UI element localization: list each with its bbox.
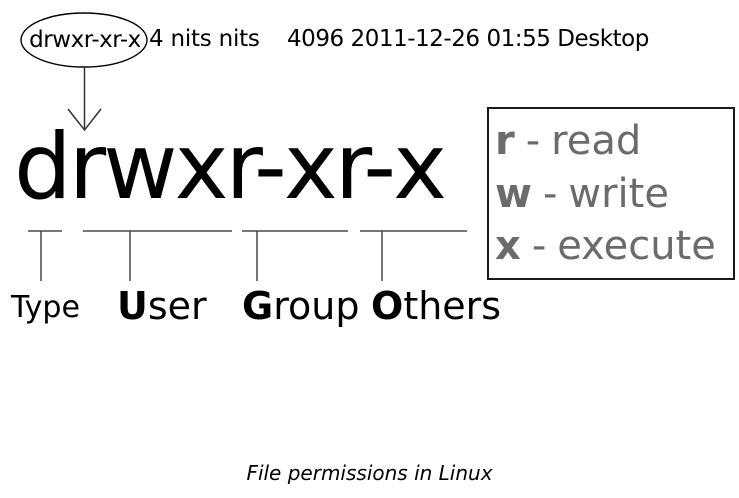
segment-label-type-rest: Type bbox=[11, 290, 80, 325]
type-bracket bbox=[28, 230, 62, 281]
segment-label-others-rest: thers bbox=[403, 284, 502, 328]
legend-meaning-write: write bbox=[568, 170, 669, 217]
segment-label-user-rest: ser bbox=[147, 284, 207, 328]
legend-letter-w: w bbox=[495, 170, 532, 217]
group-bracket bbox=[242, 230, 348, 281]
legend-letter-x: x bbox=[495, 222, 521, 269]
legend-meaning-read: read bbox=[551, 118, 642, 165]
legend-item-write: w - write bbox=[495, 174, 733, 214]
listing-permissions-field: drwxr-xr-x bbox=[29, 26, 141, 53]
permission-string-large: drwxr-xr-x bbox=[14, 115, 447, 220]
segment-label-others: Others bbox=[371, 287, 501, 325]
legend-item-read: r - read bbox=[495, 121, 733, 161]
user-bracket bbox=[83, 230, 232, 281]
segment-label-user: User bbox=[117, 287, 207, 325]
legend-separator: - bbox=[525, 118, 541, 165]
legend-separator: - bbox=[531, 222, 547, 269]
segment-label-group-first: G bbox=[242, 284, 274, 328]
legend-item-execute: x - execute bbox=[495, 226, 733, 266]
legend-meaning-execute: execute bbox=[557, 222, 716, 269]
segment-label-type: Type bbox=[11, 293, 80, 323]
diagram-caption: File permissions in Linux bbox=[246, 461, 493, 485]
listing-links-owner-group: 4 nits nits bbox=[149, 26, 260, 52]
legend-letter-r: r bbox=[495, 118, 515, 165]
permission-legend-box: r - read w - write x - execute bbox=[487, 107, 735, 280]
listing-size-date-name: 4096 2011-12-26 01:55 Desktop bbox=[287, 26, 649, 52]
legend-separator: - bbox=[542, 170, 558, 217]
segment-label-group: Group bbox=[242, 287, 359, 325]
segment-label-others-first: O bbox=[371, 284, 404, 328]
segment-label-user-first: U bbox=[117, 284, 148, 328]
segment-label-group-rest: roup bbox=[273, 284, 360, 328]
others-bracket bbox=[360, 230, 467, 281]
